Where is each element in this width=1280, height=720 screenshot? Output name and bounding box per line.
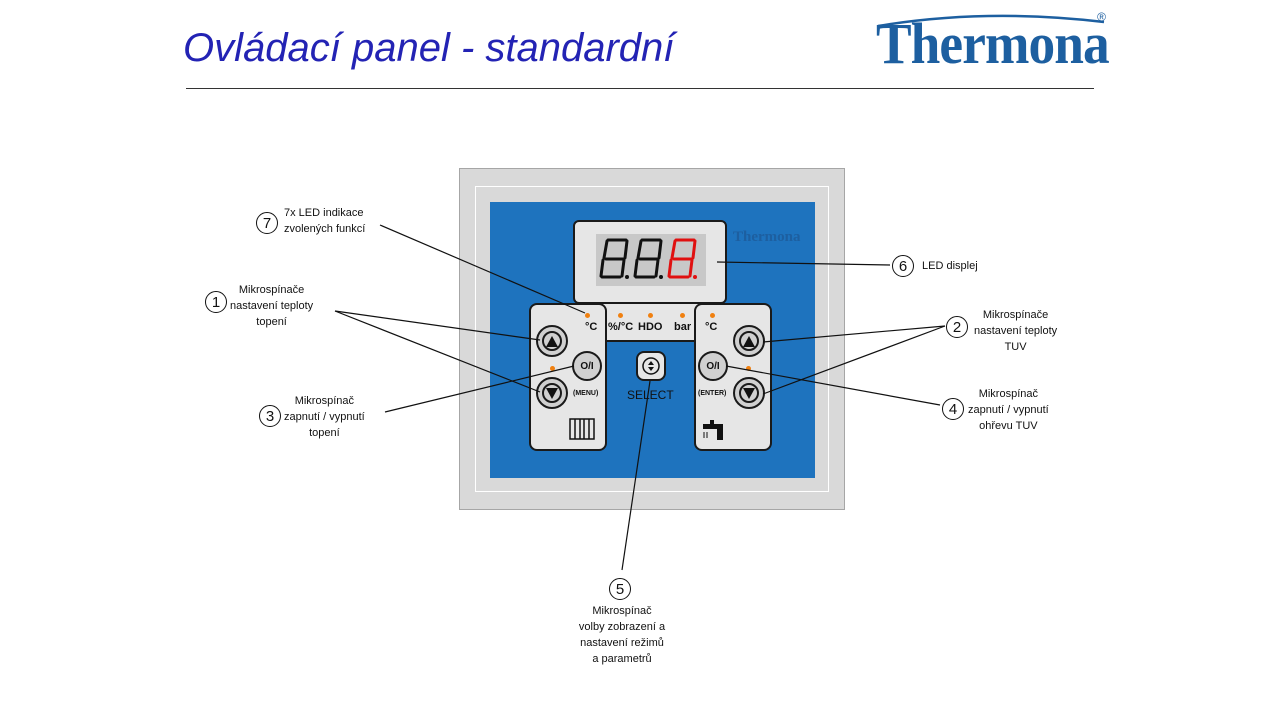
logo-swoosh (877, 14, 1105, 28)
label-line: 7x LED indikace (284, 207, 364, 219)
callout-7: 7 (256, 212, 278, 234)
dhw-temp-down-button[interactable] (733, 377, 765, 409)
callout-3-label: Mikrospínač zapnutí / vypnutí topení (284, 393, 365, 441)
page-title: Ovládací panel - standardní (183, 26, 675, 70)
callout-1-label: Mikrospínače nastavení teploty topení (230, 282, 313, 330)
unit-dhw-celsius: °C (705, 321, 718, 333)
led-bar (680, 313, 685, 318)
label-line: topení (256, 316, 287, 328)
callout-1: 1 (205, 291, 227, 313)
unit-heating-celsius: °C (585, 321, 598, 333)
unit-hdo: HDO (638, 321, 663, 333)
label-line: nastavení režimů (580, 637, 664, 649)
ring (541, 330, 563, 352)
callout-5-label: Mikrospínač volby zobrazení a nastavení … (568, 603, 676, 667)
panel-mini-logo: Thermona (733, 229, 801, 245)
callout-2: 2 (946, 316, 968, 338)
cycle-icon (642, 357, 660, 375)
callout-5: 5 (609, 578, 631, 600)
arrow-down-icon (546, 387, 558, 399)
label-line: nastavení teploty (230, 300, 314, 312)
label-line: Mikrospínače (982, 309, 1049, 321)
menu-caption: (MENU) (573, 390, 599, 397)
registered-mark: ® (1097, 10, 1106, 24)
callout-3: 3 (259, 405, 281, 427)
onoff-label: O/I (706, 360, 720, 372)
label-line: volby zobrazení a (578, 621, 666, 633)
label-line: Mikrospínače (238, 284, 305, 296)
led-heating-temp (585, 313, 590, 318)
select-label: SELECT (627, 388, 674, 402)
arrow-down-icon (743, 387, 755, 399)
callout-4: 4 (942, 398, 964, 420)
radiator-icon (569, 418, 595, 440)
label-line: topení (309, 427, 340, 439)
label-line: nastavení teploty (974, 325, 1058, 337)
digit-2 (633, 238, 663, 279)
label-line: ohřevu TUV (979, 420, 1038, 432)
ring (541, 382, 563, 404)
tap-icon (703, 420, 723, 440)
label-line: Mikrospínač (294, 395, 354, 407)
ring (738, 330, 760, 352)
label-line: Mikrospínač (978, 388, 1038, 400)
header-divider (186, 88, 1094, 89)
unit-percent-celsius: %/°C (608, 321, 634, 333)
ring (738, 382, 760, 404)
callout-2-label: Mikrospínače nastavení teploty TUV (974, 307, 1057, 355)
heating-onoff-button[interactable]: O/I (572, 351, 602, 381)
arrow-up-icon (546, 335, 558, 347)
digit-1 (599, 238, 629, 279)
callout-6: 6 (892, 255, 914, 277)
dhw-temp-up-button[interactable] (733, 325, 765, 357)
label-line: a parametrů (592, 653, 652, 665)
logo-wordmark: Thermona (876, 11, 1110, 76)
label-line: zapnutí / vypnutí (968, 404, 1049, 416)
led-dhw-temp (710, 313, 715, 318)
led-display (596, 234, 706, 286)
callout-7-label: 7x LED indikace zvolených funkcí (284, 205, 365, 237)
label-line: TUV (1004, 341, 1027, 353)
thermona-logo: Thermona ® (876, 6, 1110, 76)
label-line: Mikrospínač (592, 605, 652, 617)
arrow-up-icon (743, 335, 755, 347)
led-heating-on (550, 366, 555, 371)
panel-inner-frame (475, 186, 829, 492)
enter-caption: (ENTER) (698, 390, 727, 397)
led-dhw-on (746, 366, 751, 371)
unit-bar: bar (674, 321, 692, 333)
callout-6-label: LED displej (922, 258, 978, 274)
label-line: zapnutí / vypnutí (284, 411, 365, 423)
label-line: LED displej (922, 260, 978, 272)
heating-temp-down-button[interactable] (536, 377, 568, 409)
led-indicator-strip (597, 303, 707, 342)
heating-temp-up-button[interactable] (536, 325, 568, 357)
seven-segment-digits (599, 238, 697, 279)
led-percent-celsius (618, 313, 623, 318)
label-line: zvolených funkcí (284, 223, 366, 235)
led-hdo (648, 313, 653, 318)
digit-3 (667, 238, 697, 279)
callout-4-label: Mikrospínač zapnutí / vypnutí ohřevu TUV (968, 386, 1049, 434)
onoff-label: O/I (580, 360, 594, 372)
select-button[interactable] (636, 351, 666, 381)
